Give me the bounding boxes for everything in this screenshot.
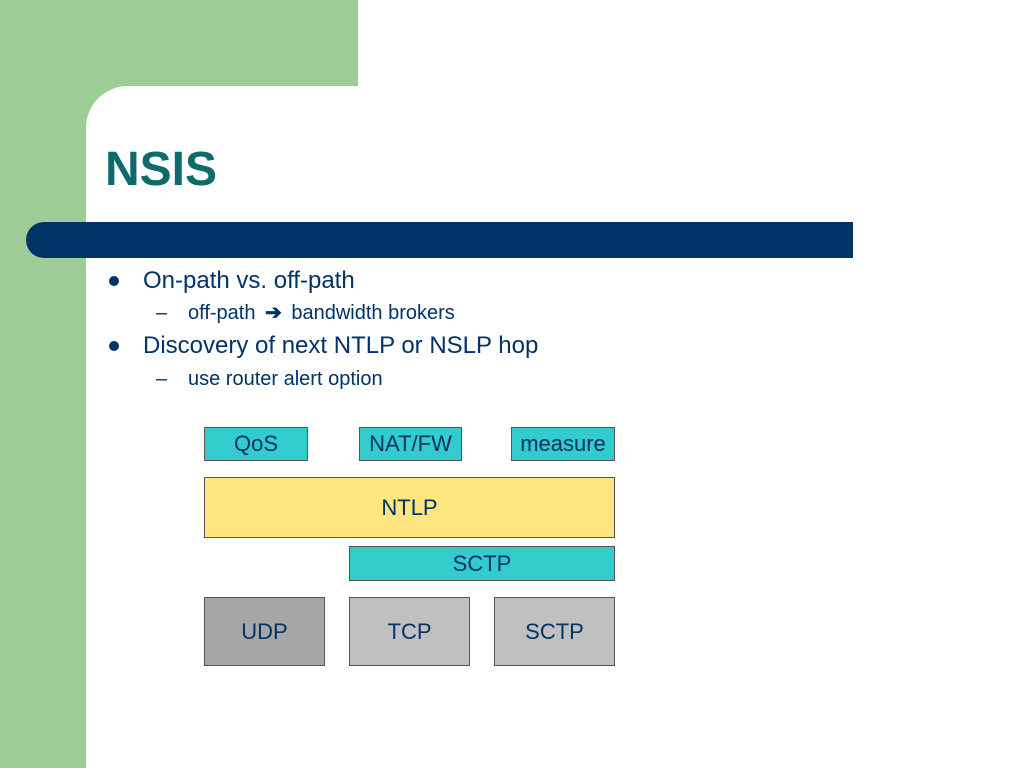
nslp-measure-box: measure <box>511 427 615 461</box>
sctp-transport-box: SCTP <box>494 597 615 666</box>
nslp-natfw-box: NAT/FW <box>359 427 462 461</box>
sub-bullet-off-path: – off-path ➔ bandwidth brokers <box>156 300 455 326</box>
bullet-on-path: On-path vs. off-path <box>109 266 355 296</box>
bullet-dot-icon <box>109 276 119 286</box>
nslp-qos-box: QoS <box>204 427 308 461</box>
bullet-text: On-path vs. off-path <box>143 267 355 294</box>
dash-marker: – <box>156 368 168 390</box>
sub-bullet-text-after: bandwidth brokers <box>291 302 455 324</box>
sub-bullet-text-before: off-path <box>188 302 256 324</box>
tcp-box: TCP <box>349 597 470 666</box>
bullet-text: Discovery of next NTLP or NSLP hop <box>143 332 539 359</box>
bullet-dot-icon <box>109 341 119 351</box>
slide-title: NSIS <box>105 143 218 196</box>
sub-bullet-router-alert: – use router alert option <box>156 366 383 392</box>
udp-box: UDP <box>204 597 325 666</box>
bullet-discovery: Discovery of next NTLP or NSLP hop <box>109 331 539 361</box>
dash-marker: – <box>156 302 168 324</box>
sub-bullet-text: use router alert option <box>188 368 383 390</box>
right-arrow-icon: ➔ <box>265 302 282 324</box>
title-underline-bar <box>26 222 853 258</box>
sctp-adapter-box: SCTP <box>349 546 615 581</box>
ntlp-box: NTLP <box>204 477 615 538</box>
